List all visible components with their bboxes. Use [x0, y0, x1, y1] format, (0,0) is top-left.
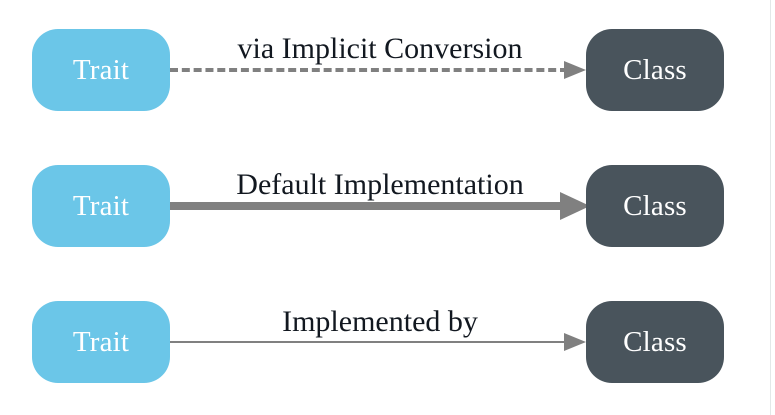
- edge-implemented-by[interactable]: Implemented by: [170, 301, 590, 383]
- relationship-row: Trait via Implicit Conversion Class: [0, 2, 775, 138]
- edge-line-dashed: [170, 68, 568, 72]
- class-node-label: Class: [623, 53, 687, 86]
- class-node[interactable]: Class: [586, 301, 724, 383]
- edge-label: Default Implementation: [236, 168, 524, 201]
- relationship-row: Trait Default Implementation Class: [0, 138, 775, 274]
- trait-node-label: Trait: [72, 53, 130, 86]
- arrowhead-icon: [564, 61, 586, 79]
- class-node[interactable]: Class: [586, 165, 724, 247]
- trait-node[interactable]: Trait: [32, 165, 170, 247]
- class-node[interactable]: Class: [586, 29, 724, 111]
- trait-node-label: Trait: [72, 325, 130, 358]
- edge-label: Implemented by: [282, 305, 478, 338]
- right-edge-rule: [770, 0, 771, 415]
- edge-line-thick: [170, 202, 568, 210]
- edge-label: via Implicit Conversion: [237, 32, 523, 65]
- trait-node[interactable]: Trait: [32, 301, 170, 383]
- trait-node[interactable]: Trait: [32, 29, 170, 111]
- edge-via-implicit-conversion[interactable]: via Implicit Conversion: [170, 29, 590, 111]
- edge-default-implementation[interactable]: Default Implementation: [170, 165, 590, 247]
- class-node-label: Class: [623, 189, 687, 222]
- trait-node-label: Trait: [72, 189, 130, 222]
- relationship-row: Trait Implemented by Class: [0, 274, 775, 410]
- arrowhead-icon: [560, 192, 590, 220]
- arrowhead-icon: [564, 333, 586, 351]
- edge-line-thin: [170, 341, 568, 343]
- class-node-label: Class: [623, 325, 687, 358]
